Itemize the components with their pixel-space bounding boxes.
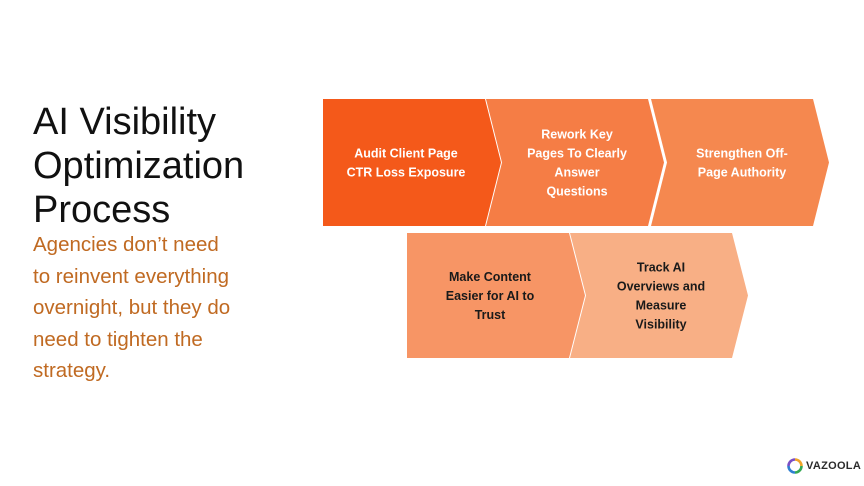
step-chevron [651, 99, 829, 226]
step-chevron [570, 233, 748, 358]
title-line: AI Visibility [33, 101, 217, 143]
step-chevron [407, 233, 585, 358]
subtitle-line: overnight, but they do [33, 296, 231, 319]
subtitle-line: strategy. [33, 359, 111, 382]
title-line: Optimization [33, 145, 245, 187]
step-chevron [323, 99, 501, 226]
subtitle-line: to reinvent everything [33, 264, 230, 288]
step-label-line: Overviews and [617, 280, 705, 294]
step-chevron [486, 99, 664, 226]
step-label-line: Pages To Clearly [527, 147, 627, 161]
title-line: Process [33, 189, 171, 231]
subtitle-line: need to tighten the [33, 327, 203, 351]
step-label-line: Strengthen Off- [696, 147, 788, 161]
step-label-line: Visibility [635, 318, 686, 332]
step-label-line: Page Authority [698, 166, 786, 180]
logo-text: VAZOOLA [806, 460, 862, 472]
subtitle-line: Agencies don’t need [33, 233, 219, 256]
vazoola-ring-icon [787, 458, 803, 474]
brand-logo: VAZOOLA [787, 457, 861, 475]
step-label-line: Measure [636, 299, 687, 313]
step-label-line: Questions [546, 185, 607, 199]
subtitle: Agencies don’t need to reinvent everythi… [33, 229, 273, 387]
step-label-line: Easier for AI to [446, 289, 535, 303]
step-label: Strengthen Off- Page Authority [696, 147, 788, 180]
step-label-line: Track AI [637, 261, 685, 275]
step-label-line: Answer [554, 166, 599, 180]
step-label-line: Rework Key [541, 128, 613, 142]
step-label-line: Make Content [449, 270, 532, 284]
step-label-line: Audit Client Page [354, 147, 458, 161]
page-title: AI Visibility Optimization Process [33, 100, 313, 232]
step-label-line: CTR Loss Exposure [347, 166, 466, 180]
step-label-line: Trust [475, 308, 506, 322]
process-step: Strengthen Off- Page Authority [651, 99, 829, 226]
